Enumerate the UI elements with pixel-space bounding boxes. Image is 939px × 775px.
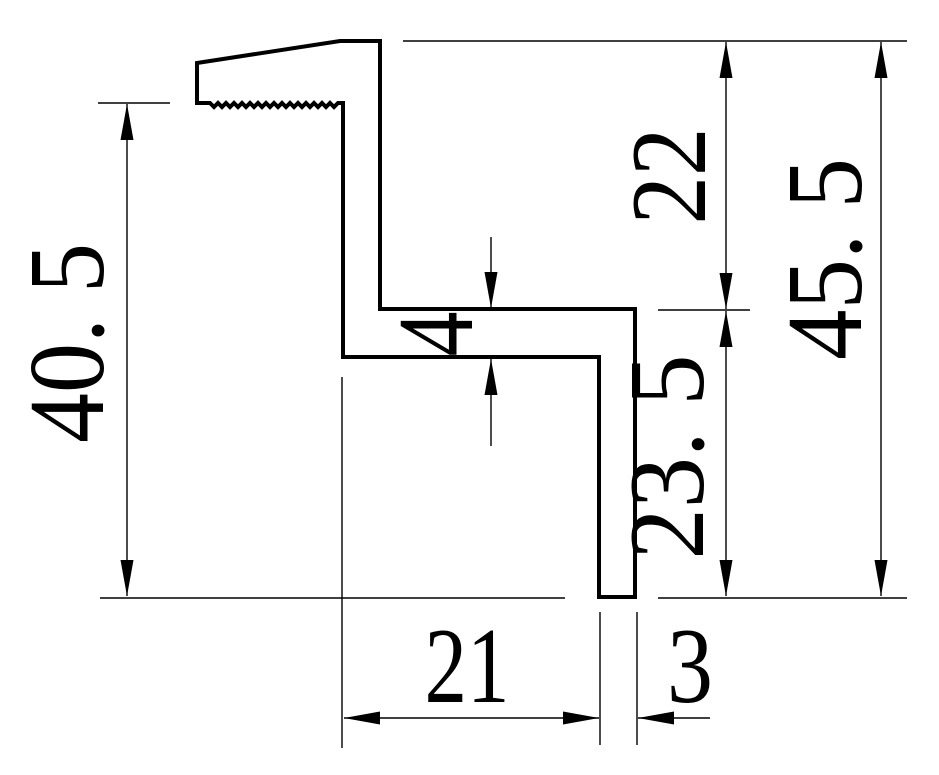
dim-label-22: 22 (610, 128, 729, 225)
arrow-40-5-top (120, 104, 134, 140)
arrow-22-bottom (719, 273, 733, 309)
arrow-4-bottom (484, 359, 498, 395)
arrow-3-left (638, 711, 674, 725)
dim-label-45-5: 45. 5 (766, 158, 885, 360)
arrow-45-5-top (874, 42, 888, 78)
dim-label-21: 21 (425, 607, 510, 726)
arrow-22-top (719, 42, 733, 78)
dimension-labels: 40. 5 22 45. 5 4 23. 5 21 3 (8, 128, 885, 727)
arrow-4-top (484, 272, 498, 308)
z-clamp-profile-outline (195, 39, 637, 599)
arrow-45-5-bottom (874, 560, 888, 596)
arrow-23-5-top (719, 311, 733, 347)
arrow-40-5-bottom (120, 560, 134, 596)
dim-label-23-5: 23. 5 (608, 355, 727, 560)
arrow-21-left (344, 711, 380, 725)
arrowheads (120, 42, 888, 725)
profile-group (195, 39, 637, 599)
arrow-23-5-bottom (719, 560, 733, 596)
dim-label-40-5: 40. 5 (8, 243, 127, 443)
arrow-21-right (563, 711, 599, 725)
dim-label-4: 4 (377, 312, 496, 357)
dim-label-3: 3 (667, 607, 713, 726)
